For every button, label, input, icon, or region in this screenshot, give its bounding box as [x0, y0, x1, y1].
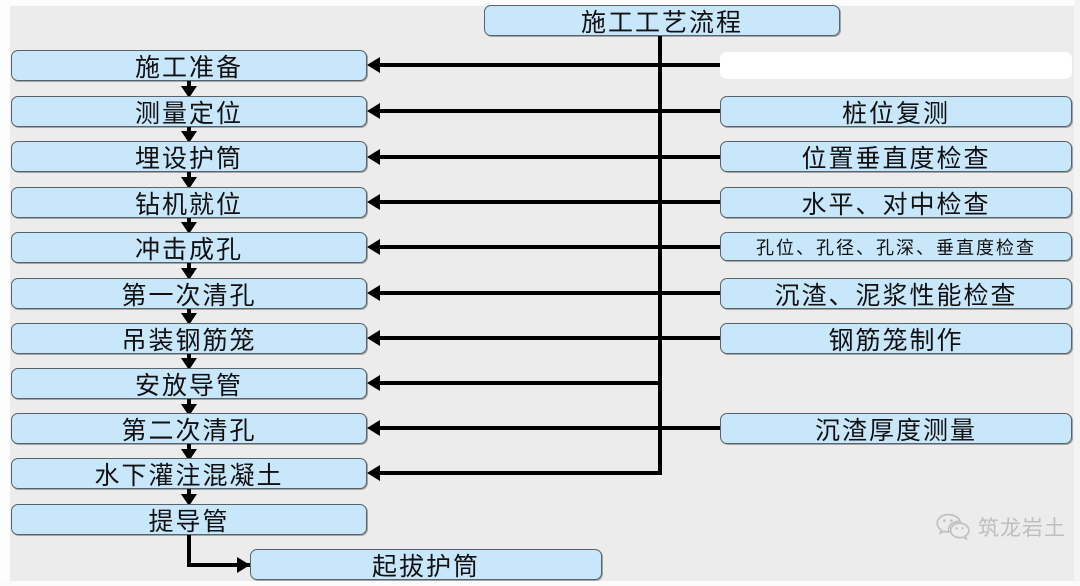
- process-node-6[interactable]: 第一次清孔: [11, 278, 367, 310]
- arrowhead-row-5: [367, 239, 380, 255]
- check-node-1[interactable]: 桩位复测: [720, 96, 1072, 128]
- arrowhead-row-7: [367, 330, 380, 346]
- process-node-4-label: 钻机就位: [134, 191, 243, 219]
- connector-row-4: [380, 200, 720, 204]
- wechat-icon: [936, 513, 970, 541]
- diagram-title-box: 施工工艺流程: [484, 5, 840, 37]
- watermark-label: 筑龙岩土: [978, 516, 1066, 540]
- step-arrow-7-8: [181, 358, 197, 370]
- process-node-7-label: 吊装钢筋笼: [121, 327, 257, 355]
- connector-row-10: [380, 471, 662, 475]
- page-edge-right: [1074, 0, 1080, 586]
- process-node-7[interactable]: 吊装钢筋笼: [11, 323, 367, 355]
- check-node-3[interactable]: 水平、对中检查: [720, 187, 1072, 219]
- process-node-10-label: 水下灌注混凝土: [94, 462, 284, 490]
- step-arrow-1-2: [181, 86, 197, 98]
- page-edge-top: [0, 0, 1080, 6]
- connector-row-6: [380, 291, 720, 295]
- arrowhead-row-9: [367, 420, 380, 436]
- final-elbow-vertical: [187, 535, 191, 565]
- process-node-3-label: 埋设护筒: [134, 145, 243, 173]
- process-node-11-label: 提导管: [148, 508, 230, 536]
- process-node-9[interactable]: 第二次清孔: [11, 413, 367, 445]
- check-node-6-label: 钢筋笼制作: [828, 327, 964, 355]
- process-node-11[interactable]: 提导管: [11, 504, 367, 536]
- final-node-label: 起拔护筒: [371, 553, 480, 581]
- step-arrow-10-11: [181, 494, 197, 506]
- check-node-1-label: 桩位复测: [841, 100, 950, 128]
- process-node-4[interactable]: 钻机就位: [11, 187, 367, 219]
- arrowhead-row-1: [367, 57, 380, 73]
- check-node-4[interactable]: 孔位、孔径、孔深、垂直度检查: [720, 232, 1072, 261]
- final-node[interactable]: 起拔护筒: [250, 549, 602, 581]
- connector-row-7: [380, 336, 720, 340]
- connector-row-3: [380, 155, 720, 159]
- check-node-2-label: 位置垂直度检查: [801, 145, 991, 173]
- check-node-3-label: 水平、对中检查: [801, 191, 991, 219]
- arrowhead-row-6: [367, 285, 380, 301]
- trunk-vertical-line: [658, 36, 662, 475]
- step-line-3-4: [187, 172, 191, 181]
- connector-row-9: [380, 426, 720, 430]
- process-node-8-label: 安放导管: [134, 372, 243, 400]
- step-arrow-4-5: [181, 222, 197, 234]
- process-node-6-label: 第一次清孔: [121, 282, 257, 310]
- connector-row-2: [380, 109, 720, 113]
- connector-row-5: [380, 245, 720, 249]
- process-node-9-label: 第二次清孔: [121, 417, 257, 445]
- process-node-1[interactable]: 施工准备: [11, 50, 367, 82]
- connector-row-1: [380, 63, 720, 67]
- check-node-5[interactable]: 沉渣、泥浆性能检查: [720, 278, 1072, 310]
- check-node-7[interactable]: 沉渣厚度测量: [720, 413, 1072, 445]
- final-elbow-horizontal: [187, 563, 250, 567]
- process-node-5-label: 冲击成孔: [134, 236, 243, 264]
- process-node-3[interactable]: 埋设护筒: [11, 141, 367, 173]
- step-line-10-11: [187, 489, 191, 498]
- arrowhead-row-2: [367, 103, 380, 119]
- step-line-8-9: [187, 399, 191, 408]
- check-node-5-label: 沉渣、泥浆性能检查: [774, 282, 1018, 310]
- check-node-blank: [720, 52, 1072, 79]
- process-node-5[interactable]: 冲击成孔: [11, 232, 367, 264]
- watermark: 筑龙岩土: [936, 512, 1066, 542]
- step-arrow-2-3: [181, 131, 197, 143]
- page-edge-left: [0, 0, 10, 586]
- connector-row-8: [380, 381, 660, 385]
- process-node-8[interactable]: 安放导管: [11, 368, 367, 400]
- check-node-4-label: 孔位、孔径、孔深、垂直度检查: [756, 237, 1036, 258]
- arrowhead-row-10: [367, 465, 380, 481]
- check-node-7-label: 沉渣厚度测量: [814, 417, 977, 445]
- arrowhead-row-8: [367, 375, 380, 391]
- diagram-title-label: 施工工艺流程: [580, 9, 743, 37]
- process-node-2[interactable]: 测量定位: [11, 96, 367, 128]
- check-node-6[interactable]: 钢筋笼制作: [720, 323, 1072, 355]
- final-arrowhead: [237, 557, 250, 573]
- step-line-1-2: [187, 81, 191, 90]
- step-arrow-6-7: [181, 313, 197, 325]
- step-arrow-5-6: [181, 268, 197, 280]
- step-line-5-6: [187, 263, 191, 272]
- step-line-9-10: [187, 444, 191, 453]
- arrowhead-row-3: [367, 149, 380, 165]
- process-node-2-label: 测量定位: [134, 100, 243, 128]
- arrowhead-row-4: [367, 194, 380, 210]
- process-node-1-label: 施工准备: [134, 54, 243, 82]
- page-edge-bottom: [0, 581, 1080, 586]
- step-arrow-3-4: [181, 177, 197, 189]
- process-node-10[interactable]: 水下灌注混凝土: [11, 458, 367, 490]
- check-node-2[interactable]: 位置垂直度检查: [720, 141, 1072, 173]
